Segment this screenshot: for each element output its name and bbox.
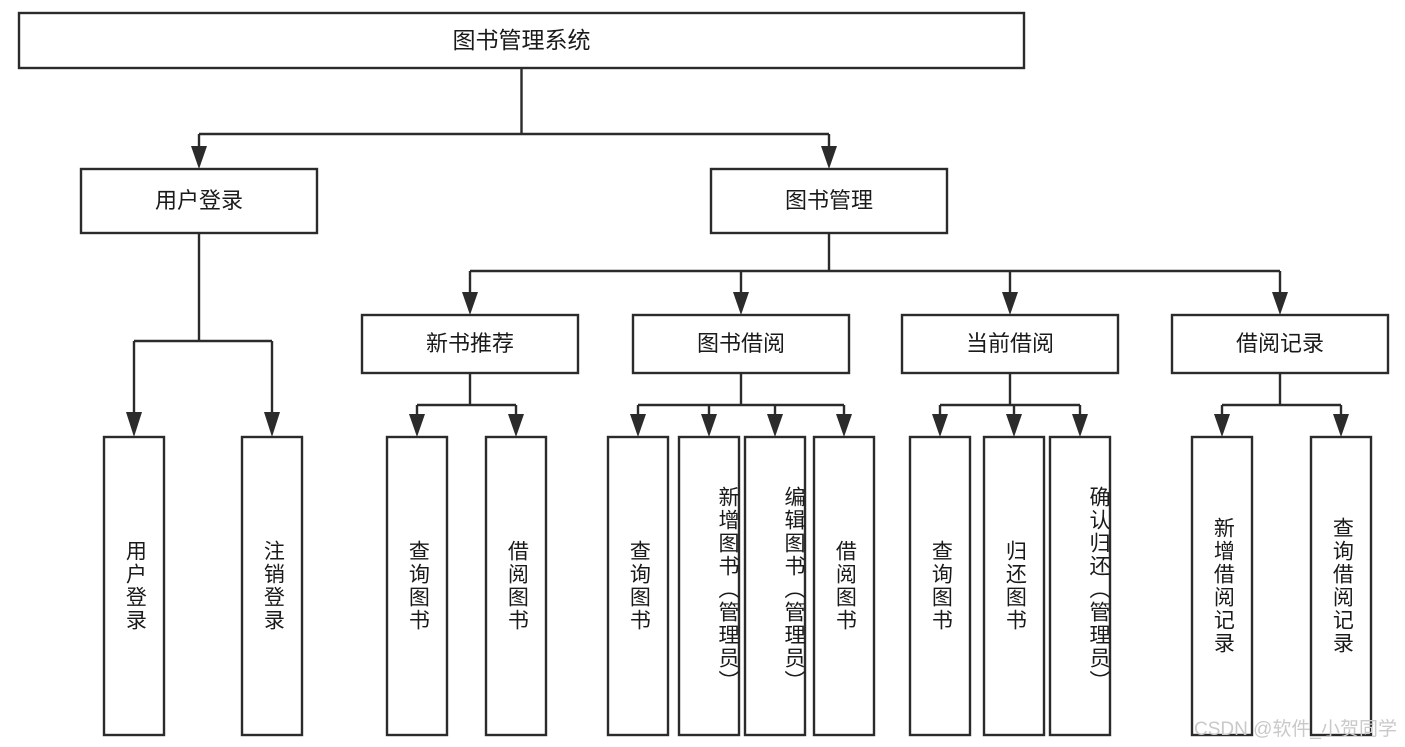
- arrow-head-leaf-user-login: [126, 412, 142, 437]
- arrow-head-leaf-borrow-book-1: [508, 414, 524, 437]
- node-leaf-borrow-book-1-box[interactable]: [484, 435, 548, 737]
- node-root-box[interactable]: [17, 11, 1026, 70]
- node-leaf-user-login-box[interactable]: [102, 435, 166, 737]
- arrow-head-leaf-query-book-3: [932, 414, 948, 437]
- node-current-borrow-box[interactable]: [900, 313, 1120, 375]
- node-leaf-return-book-box[interactable]: [982, 435, 1046, 737]
- arrow-head-leaf-edit-book: [767, 414, 783, 437]
- leaf-boxes-group: [102, 435, 1373, 737]
- node-root[interactable]: 图书管理系统: [17, 11, 1026, 70]
- node-book-manage-label: 图书管理: [785, 188, 873, 213]
- connector-group-root-to-level2: [191, 68, 837, 169]
- node-borrow-record[interactable]: 借阅记录: [1170, 313, 1390, 375]
- node-leaf-query-book-3-box[interactable]: [908, 435, 972, 737]
- node-leaf-edit-book-box[interactable]: [743, 435, 807, 737]
- arrow-head-leaf-add-book: [701, 414, 717, 437]
- connector-group-current-borrow-to-leaves: [932, 373, 1088, 437]
- node-leaf-add-book-box[interactable]: [677, 435, 741, 737]
- node-leaf-confirm-return-box[interactable]: [1048, 435, 1112, 737]
- arrow-head-leaf-add-record: [1214, 414, 1230, 437]
- node-new-book-rec[interactable]: 新书推荐: [360, 313, 580, 375]
- arrow-head-leaf-borrow-book-2: [836, 414, 852, 437]
- arrow-head-leaf-query-record: [1333, 414, 1349, 437]
- connector-group-book-borrow-to-leaves: [630, 373, 852, 437]
- arrow-head-borrow-record: [1272, 292, 1288, 315]
- node-user-login-label: 用户登录: [155, 188, 243, 213]
- node-book-borrow-label: 图书借阅: [697, 331, 785, 356]
- connector-group-user-login-to-leaves: [126, 233, 280, 437]
- node-leaf-query-record-box[interactable]: [1309, 435, 1373, 737]
- node-leaf-add-record-box[interactable]: [1190, 435, 1254, 737]
- arrow-head-leaf-user-logout: [264, 412, 280, 437]
- node-new-book-rec-box[interactable]: [360, 313, 580, 375]
- node-current-borrow-label: 当前借阅: [966, 331, 1054, 356]
- arrow-head-user-login: [191, 146, 207, 169]
- arrow-head-new-book-rec: [462, 292, 478, 315]
- node-book-borrow[interactable]: 图书借阅: [631, 313, 851, 375]
- node-leaf-user-logout-box[interactable]: [240, 435, 304, 737]
- node-leaf-borrow-book-2-box[interactable]: [812, 435, 876, 737]
- arrow-head-book-borrow: [733, 292, 749, 315]
- node-borrow-record-label: 借阅记录: [1236, 331, 1324, 356]
- node-book-manage[interactable]: 图书管理: [709, 167, 949, 235]
- arrow-head-leaf-query-book-2: [630, 414, 646, 437]
- arrow-head-leaf-return-book: [1006, 414, 1022, 437]
- csdn-watermark: CSDN @软件_小贺同学: [1194, 719, 1397, 740]
- node-book-manage-box[interactable]: [709, 167, 949, 235]
- node-book-borrow-box[interactable]: [631, 313, 851, 375]
- node-new-book-rec-label: 新书推荐: [426, 331, 514, 356]
- node-borrow-record-box[interactable]: [1170, 313, 1390, 375]
- arrow-head-leaf-confirm-return: [1072, 414, 1088, 437]
- arrow-head-book-manage: [821, 146, 837, 169]
- arrow-head-leaf-query-book-1: [409, 414, 425, 437]
- connector-group-book-manage-to-level3: [462, 233, 1288, 315]
- node-user-login-box[interactable]: [79, 167, 319, 235]
- node-root-label: 图书管理系统: [453, 27, 591, 53]
- connector-group-new-book-rec-to-leaves: [409, 373, 524, 437]
- node-leaf-query-book-2-box[interactable]: [606, 435, 670, 737]
- node-leaf-query-book-1-box[interactable]: [385, 435, 449, 737]
- node-user-login[interactable]: 用户登录: [79, 167, 319, 235]
- node-current-borrow[interactable]: 当前借阅: [900, 313, 1120, 375]
- connector-group-borrow-record-to-leaves: [1214, 373, 1349, 437]
- arrow-head-current-borrow: [1002, 292, 1018, 315]
